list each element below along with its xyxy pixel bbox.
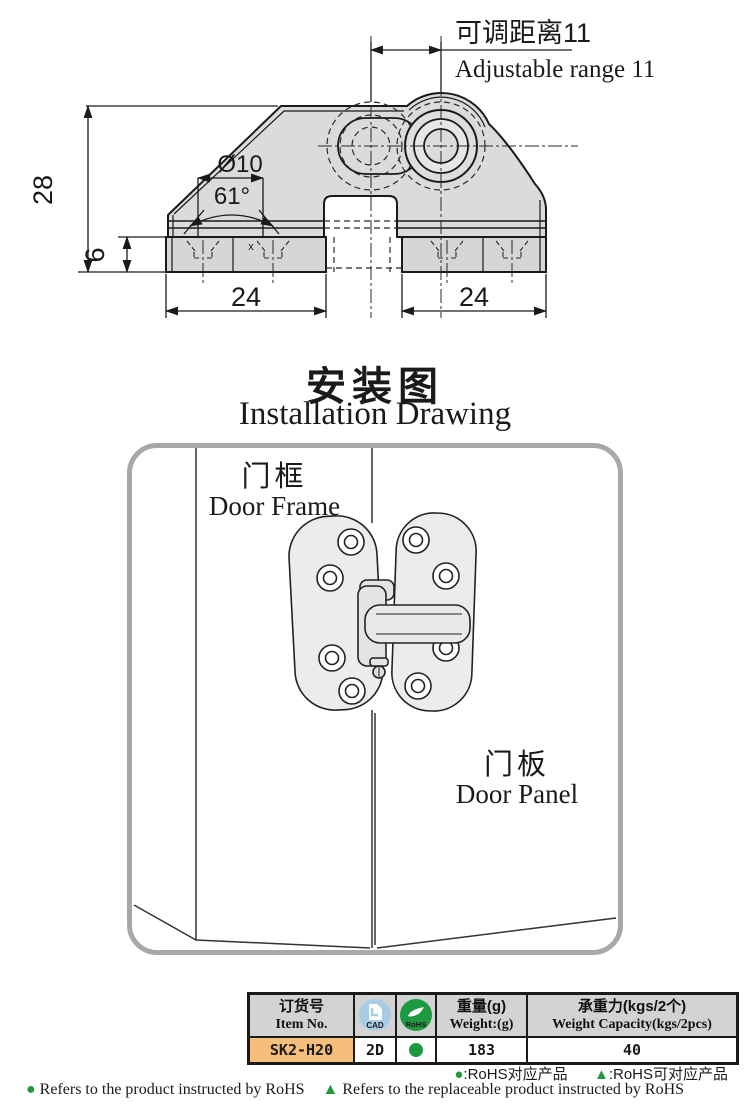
dim-left-24: 24	[231, 282, 261, 312]
rohs-icon-label: RoHS	[406, 1020, 426, 1029]
rohs-legend-cn: ●:RoHS对应产品 ▲:RoHS可对应产品	[454, 1063, 728, 1084]
rohs-legend-en-tri-text: Refers to the replaceable product instru…	[342, 1081, 685, 1098]
cell-capacity: 40	[526, 1035, 739, 1065]
dim-height-28: 28	[28, 175, 58, 205]
dim-base-height-6: 6	[80, 247, 110, 262]
cell-weight: 183	[435, 1035, 528, 1065]
door-lines	[133, 448, 617, 949]
rohs-leaf-icon: RoHS	[400, 999, 432, 1032]
screw-holes-left	[316, 528, 366, 705]
door-frame-label-cn: 门框	[241, 461, 308, 493]
dim-hole-dia: Ø10	[217, 151, 262, 178]
header-weight: 重量(g) Weight:(g)	[435, 992, 528, 1038]
door-frame-label-en: Door Frame	[208, 491, 341, 522]
header-weight-cn: 重量(g)	[456, 997, 507, 1015]
header-capacity-en: Weight Capacity(kgs/2pcs)	[552, 1016, 712, 1032]
header-item-no-cn: 订货号	[278, 997, 324, 1015]
spec-table-data-row: SK2-H20 2D 183 40	[247, 1035, 739, 1065]
cad-document-icon: CAD	[359, 999, 391, 1032]
header-rohs: RoHS	[395, 992, 437, 1038]
thread-mark: x	[248, 241, 254, 253]
hinge-mechanism	[357, 579, 471, 679]
installation-title-cn: 安装图	[306, 365, 444, 409]
rohs-legend-en-dot-text: Refers to the product instructed by RoHS	[39, 1081, 305, 1098]
dot-symbol: ●	[454, 1066, 464, 1083]
screw-holes-right	[402, 526, 460, 700]
countersink-marks	[186, 240, 529, 259]
triangle-symbol: ▲	[593, 1066, 609, 1083]
dim-angle: 61°	[214, 183, 250, 210]
door-panel-label: 门板 Door Panel	[427, 750, 607, 809]
door-panel-label-cn: 门板	[483, 749, 550, 781]
rohs-legend-en: ● Refers to the product instructed by Ro…	[26, 1081, 684, 1099]
installation-panel: 门框 Door Frame 门板 Door Panel	[127, 443, 623, 955]
header-cad: CAD	[353, 992, 397, 1038]
spec-table-header-row: 订货号 Item No. CAD RoHS 重量(g) Weight:(g)	[247, 992, 739, 1038]
cell-cad: 2D	[353, 1035, 397, 1065]
dim-right-24: 24	[459, 282, 489, 312]
base-block-left	[165, 236, 327, 273]
door-panel-label-en: Door Panel	[455, 779, 579, 810]
rohs-legend-cn-tri-text: :RoHS可对应产品	[608, 1066, 728, 1083]
door-frame-label: 门框 Door Frame	[187, 462, 362, 521]
cell-rohs	[395, 1035, 437, 1065]
base-block-right	[401, 236, 547, 273]
header-item-no-en: Item No.	[275, 1016, 328, 1032]
dot-symbol-en: ●	[26, 1081, 36, 1098]
cad-icon-label: CAD	[366, 1021, 384, 1030]
installation-illustration	[133, 448, 617, 949]
hinge-technical-drawing: 可调距离11 Adjustable range 11 28 6 24 24 Ø1…	[28, 18, 655, 318]
cell-item-no: SK2-H20	[247, 1035, 355, 1065]
dimension-lines	[78, 42, 572, 318]
dim-adjustable-cn: 可调距离11	[455, 18, 591, 48]
spec-table: 订货号 Item No. CAD RoHS 重量(g) Weight:(g)	[247, 992, 739, 1065]
header-item-no: 订货号 Item No.	[247, 992, 355, 1038]
header-weight-en: Weight:(g)	[449, 1016, 514, 1032]
rohs-legend-cn-dot-text: :RoHS对应产品	[463, 1066, 568, 1083]
triangle-symbol-en: ▲	[322, 1081, 339, 1098]
installation-title-en: Installation Drawing	[238, 396, 512, 432]
rohs-compliant-dot	[409, 1042, 423, 1057]
hinge-illustration	[288, 512, 477, 712]
header-capacity: 承重力(kgs/2个) Weight Capacity(kgs/2pcs)	[526, 992, 739, 1038]
dim-adjustable-en: Adjustable range 11	[455, 56, 655, 83]
header-capacity-cn: 承重力(kgs/2个)	[577, 997, 687, 1015]
